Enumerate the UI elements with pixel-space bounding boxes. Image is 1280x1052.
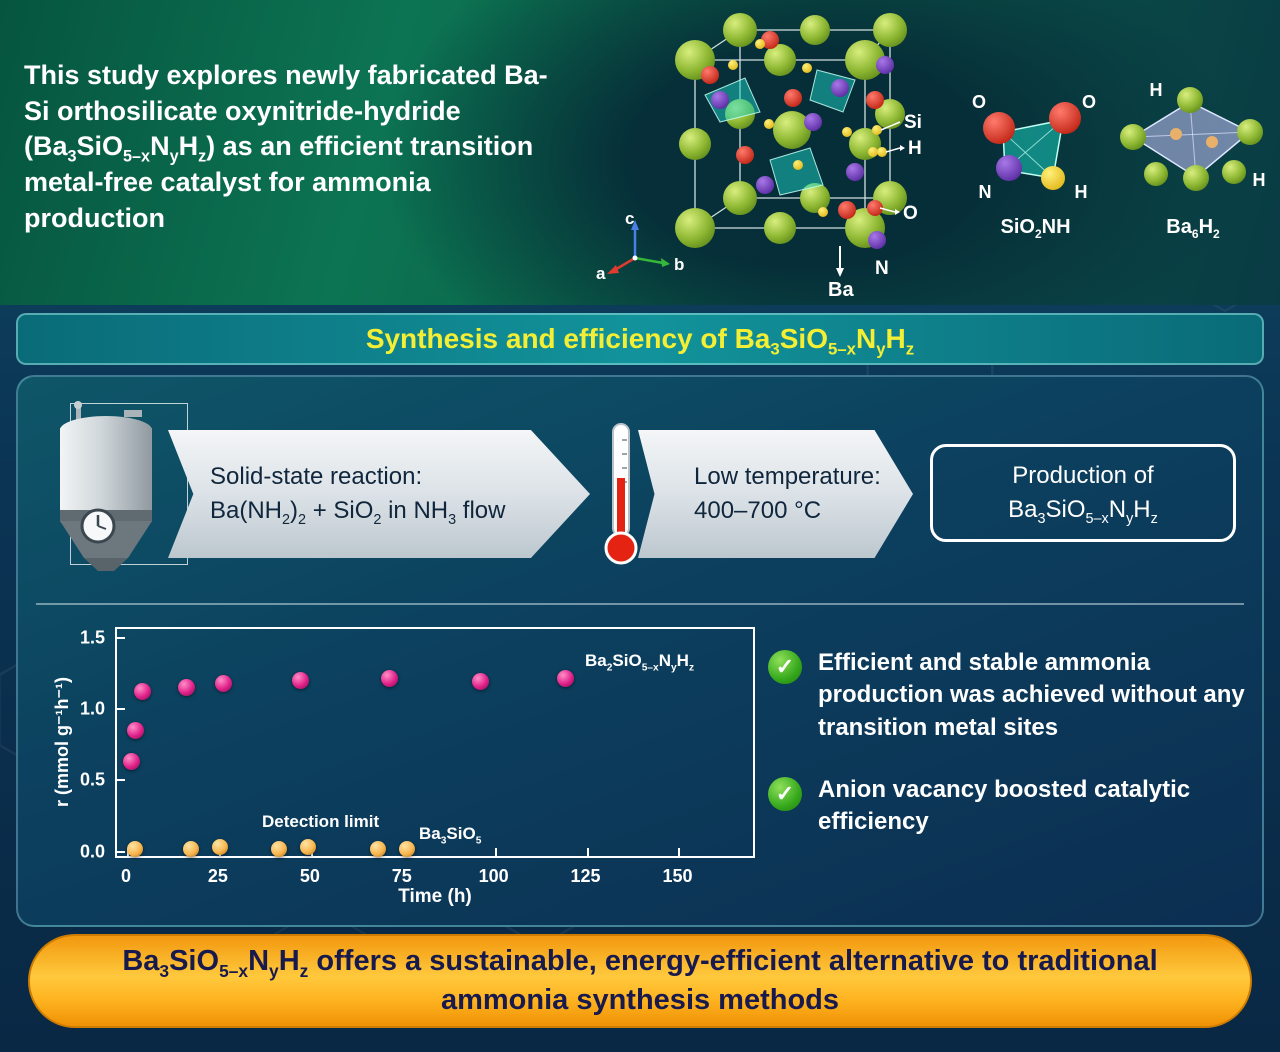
y-tick-mark	[117, 779, 125, 782]
cluster1-n-label: N	[979, 182, 992, 202]
y-tick-mark	[117, 707, 125, 710]
x-tick-label: 100	[478, 866, 509, 886]
sio2nh-cluster-illustration: O O N H	[972, 92, 1096, 202]
series-label-catalyst: Ba2SiO5–xNyHz	[585, 651, 695, 674]
oxygen-spheres	[701, 31, 884, 219]
barium-spheres	[675, 13, 907, 248]
chart-x-axis-label: Time (h)	[398, 886, 472, 907]
check-icon: ✓	[768, 777, 802, 811]
y-tick-label: 0.5	[79, 769, 105, 790]
data-point	[211, 839, 228, 856]
data-point	[370, 840, 387, 857]
data-point	[123, 753, 141, 771]
data-point	[134, 683, 152, 701]
cluster1-o-label: O	[972, 92, 986, 112]
cluster1-caption: SiO2NH	[1000, 216, 1071, 241]
chart-y-ticks: 0.0 0.5 1.0 1.5	[58, 627, 113, 861]
hydrogen-sphere	[1041, 166, 1065, 190]
check-icon: ✓	[768, 650, 802, 684]
x-tick-mark	[586, 848, 589, 856]
step1-line1: Solid-state reaction:	[210, 463, 423, 491]
reactor-icon	[60, 401, 152, 571]
detection-limit-annotation: Detection limit	[262, 812, 380, 831]
x-tick-label: 125	[570, 866, 601, 886]
hydride-sphere	[1170, 128, 1182, 140]
n-label: N	[875, 258, 889, 279]
x-tick-label: 25	[207, 866, 228, 886]
data-point	[270, 840, 287, 857]
axis-a-label: a	[596, 264, 606, 283]
cluster2-caption: Ba6H2	[1166, 216, 1220, 241]
data-point	[472, 673, 490, 691]
study-headline: This study explores newly fabricated Ba-…	[24, 60, 548, 233]
hydride-sphere	[1206, 136, 1218, 148]
series-label-ba3sio5: Ba3SiO5	[419, 824, 482, 847]
chart-x-ticks: 0 25 50 75 100 125 150	[115, 858, 755, 886]
y-tick-mark	[117, 636, 125, 639]
section-banner: Synthesis and efficiency of Ba3SiO5–xNyH…	[16, 313, 1264, 365]
data-point	[182, 840, 199, 857]
ba-label: Ba	[828, 279, 854, 301]
data-point	[300, 839, 317, 856]
axis-b-label: b	[674, 255, 684, 274]
data-point	[178, 679, 196, 697]
h-label: H	[908, 138, 922, 159]
process-step-2: Low temperature: 400–700 °C	[638, 430, 913, 558]
nitrogen-sphere	[996, 155, 1022, 181]
data-point	[557, 670, 574, 688]
data-point	[127, 840, 144, 857]
oxygen-sphere	[983, 112, 1015, 144]
x-tick-label: 150	[662, 866, 693, 886]
process-step-3: Production of Ba3SiO5–xNyHz	[930, 444, 1236, 542]
oxygen-sphere	[1049, 102, 1081, 134]
nitrogen-spheres	[711, 56, 894, 249]
banner-title: Synthesis and efficiency of Ba3SiO5–xNyH…	[365, 323, 915, 359]
finding-2-text: Anion vacancy boosted catalytic efficien…	[818, 776, 1191, 836]
barium-spheres	[1120, 87, 1263, 191]
y-tick-label: 0.0	[79, 841, 105, 862]
thermometer-icon	[604, 423, 638, 565]
data-point	[126, 721, 144, 739]
y-tick-mark	[117, 850, 125, 853]
step2-line2: 400–700 °C	[694, 497, 822, 524]
step1-line2: Ba(NH2)2 + SiO2 in NH3 flow	[210, 497, 506, 528]
top-band: This study explores newly fabricated Ba-…	[0, 0, 1280, 305]
x-tick-label: 50	[299, 866, 320, 886]
data-point	[380, 670, 398, 688]
data-point	[399, 840, 416, 857]
cluster2-h-label: H	[1150, 82, 1163, 100]
process-step-1: Solid-state reaction: Ba(NH2)2 + SiO2 in…	[168, 430, 590, 558]
x-tick-label: 75	[391, 866, 412, 886]
conclusion-banner: Ba3SiO5–xNyHz offers a sustainable, ener…	[28, 934, 1252, 1028]
axis-c-label: c	[625, 209, 634, 228]
cluster1-o2-label: O	[1082, 92, 1096, 112]
data-point	[292, 671, 310, 689]
conclusion-text: Ba3SiO5–xNyHz offers a sustainable, ener…	[122, 944, 1158, 1016]
section-divider	[36, 603, 1244, 605]
y-tick-label: 1.5	[79, 627, 105, 648]
data-point	[215, 674, 233, 692]
crystal-axes: c a b	[596, 209, 684, 283]
step2-line1: Low temperature:	[694, 463, 881, 491]
ba6h2-cluster-illustration: H H	[1120, 82, 1266, 191]
cluster1-h-label: H	[1075, 182, 1088, 202]
x-tick-mark	[678, 848, 681, 856]
hydrogen-spheres	[728, 39, 887, 217]
si-label: Si	[904, 112, 922, 133]
x-tick-mark	[494, 848, 497, 856]
step3-line2: Ba3SiO5–xNyHz	[1008, 496, 1158, 527]
finding-1-text: Efficient and stable ammonia production …	[818, 649, 1245, 741]
x-tick-label: 0	[121, 866, 132, 886]
step3-line1: Production of	[1012, 462, 1154, 490]
rate-vs-time-plot: Ba2SiO5–xNyHz Detection limit Ba3SiO5	[115, 627, 755, 858]
crystal-structure-illustration: Si H O N Ba c a	[596, 13, 922, 301]
cluster2-h2-label: H	[1253, 170, 1266, 190]
y-tick-label: 1.0	[79, 698, 105, 719]
o-label: O	[903, 203, 918, 224]
